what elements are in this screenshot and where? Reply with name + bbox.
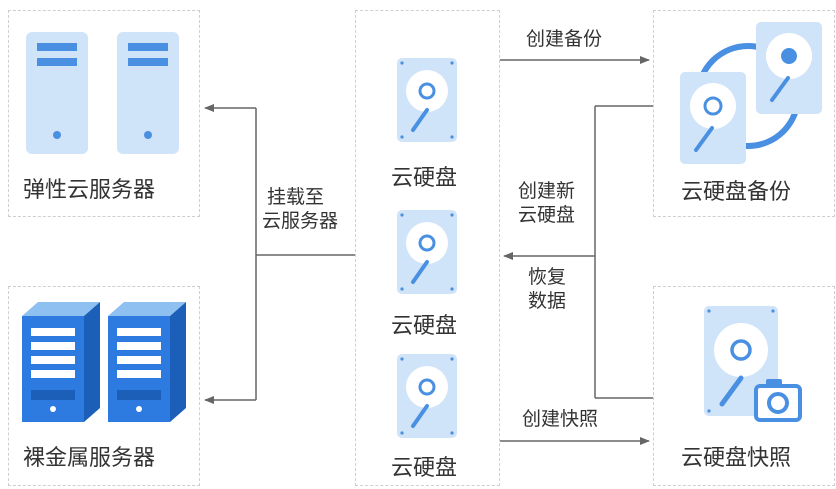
attach-label-line2: 云服务器 xyxy=(262,209,339,232)
disk-label: 云硬盘 xyxy=(391,456,458,481)
restore-label-line2: 数据 xyxy=(528,289,567,312)
disk-snapshot-icon xyxy=(704,306,802,422)
server-tower-icon xyxy=(26,32,88,154)
disk-label: 云硬盘 xyxy=(391,314,458,339)
hard-disk-icon xyxy=(397,210,457,294)
attach-label: 挂载至 云服务器 xyxy=(262,186,338,234)
hard-disk-icon xyxy=(397,58,457,142)
server-tower-icon xyxy=(117,32,179,154)
create-backup-label: 创建备份 xyxy=(526,28,603,50)
attach-label-line1: 挂载至 xyxy=(267,186,325,208)
create-snapshot-label: 创建快照 xyxy=(522,408,599,430)
new-disk-label-line1: 创建新 xyxy=(518,180,576,202)
ecs-label: 弹性云服务器 xyxy=(23,178,156,203)
rack-server-icon xyxy=(22,302,100,422)
hard-disk-icon xyxy=(397,354,457,438)
new-disk-label: 创建新 云硬盘 xyxy=(518,180,575,228)
snapshot-label: 云硬盘快照 xyxy=(681,446,792,471)
disk-backup-icon xyxy=(680,22,822,164)
rack-server-icon xyxy=(108,302,186,422)
new-disk-label-line2: 云硬盘 xyxy=(518,203,576,226)
restore-label: 恢复 数据 xyxy=(528,266,566,314)
bms-label: 裸金属服务器 xyxy=(23,446,156,471)
restore-label-line1: 恢复 xyxy=(528,266,567,288)
disk-label: 云硬盘 xyxy=(391,166,458,191)
backup-label: 云硬盘备份 xyxy=(681,180,792,205)
